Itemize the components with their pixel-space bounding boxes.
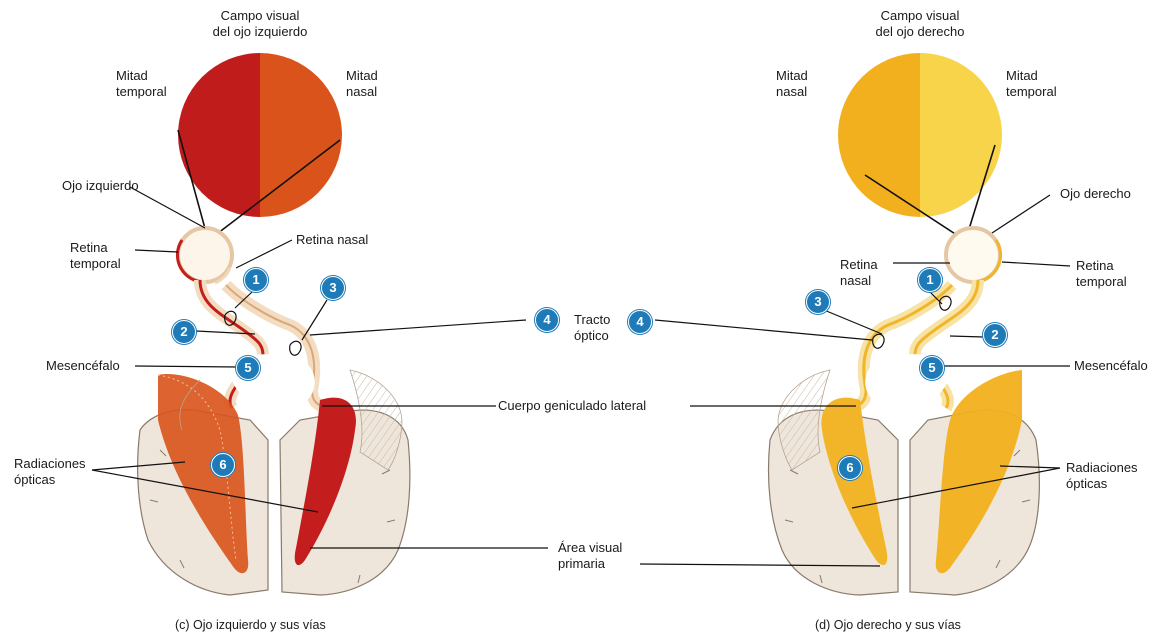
marker-4-right: 4 <box>628 310 652 334</box>
left-midbrain-label: Mesencéfalo <box>46 358 120 373</box>
right-nasal-half-line2: nasal <box>776 84 808 99</box>
right-nasal-retina-line1: Retina <box>840 257 878 272</box>
right-visual-field <box>838 53 1002 217</box>
right-temporal-retina-line1: Retina <box>1076 258 1114 273</box>
left-optic-radiations-line2: ópticas <box>14 472 56 487</box>
right-optic-radiations-line2: ópticas <box>1066 476 1108 491</box>
right-leader-lines <box>639 194 1071 567</box>
left-temporal-retina-line1: Retina <box>70 240 108 255</box>
marker-1-left: 1 <box>244 268 268 292</box>
left-eye-label: Ojo izquierdo <box>62 178 139 193</box>
right-optic-radiations-line1: Radiaciones <box>1066 460 1138 475</box>
right-nasal-half-label: Mitad nasal <box>776 68 808 100</box>
right-caption: (d) Ojo derecho y sus vías <box>815 618 961 632</box>
marker-6-left: 6 <box>211 453 235 477</box>
left-nasal-half-line2: nasal <box>346 84 378 99</box>
marker-3-right: 3 <box>806 290 830 314</box>
left-optic-radiations-line1: Radiaciones <box>14 456 86 471</box>
primary-visual-area-label: Área visual primaria <box>558 540 622 572</box>
marker-5-left: 5 <box>236 356 260 380</box>
right-temporal-half-line2: temporal <box>1006 84 1057 99</box>
marker-1-right: 1 <box>918 268 942 292</box>
optic-tract-line2: óptico <box>574 328 609 343</box>
left-temporal-half-label: Mitad temporal <box>116 68 167 100</box>
right-field-title: Campo visual del ojo derecho <box>850 8 990 40</box>
marker-2-right: 2 <box>983 323 1007 347</box>
marker-3-left: 3 <box>321 276 345 300</box>
left-temporal-retina-line2: temporal <box>70 256 121 271</box>
left-temporal-half-line1: Mitad <box>116 68 148 83</box>
lateral-geniculate-label: Cuerpo geniculado lateral <box>498 398 647 413</box>
right-eye <box>944 226 1003 284</box>
left-field-title-line2: del ojo izquierdo <box>212 24 308 39</box>
right-brain-section <box>767 369 1040 596</box>
right-nasal-retina-line2: nasal <box>840 273 872 288</box>
right-temporal-half-label: Mitad temporal <box>1006 68 1057 100</box>
left-leader-lines <box>91 186 548 549</box>
right-field-title-line2: del ojo derecho <box>875 24 965 39</box>
left-nasal-retina-label: Retina nasal <box>296 232 369 247</box>
right-temporal-half-line1: Mitad <box>1006 68 1038 83</box>
left-field-title: Campo visual del ojo izquierdo <box>190 8 330 40</box>
left-eye <box>175 226 234 285</box>
right-nasal-retina-label: Retina nasal <box>840 257 878 289</box>
left-visual-field <box>178 53 342 217</box>
left-optic-radiations-label: Radiaciones ópticas <box>14 456 86 488</box>
right-optic-radiations-label: Radiaciones ópticas <box>1066 460 1138 492</box>
visual-area-line1: Área visual <box>558 540 623 555</box>
left-brain-section <box>137 369 411 596</box>
left-caption: (c) Ojo izquierdo y sus vías <box>175 618 326 632</box>
optic-tract-label: Tracto óptico <box>574 312 610 344</box>
left-field-title-line1: Campo visual <box>220 8 300 23</box>
visual-area-line2: primaria <box>558 556 605 571</box>
right-temporal-retina-label: Retina temporal <box>1076 258 1127 290</box>
right-nasal-half-line1: Mitad <box>776 68 808 83</box>
marker-4-left: 4 <box>535 308 559 332</box>
right-eye-label: Ojo derecho <box>1060 186 1131 201</box>
marker-6-right: 6 <box>838 456 862 480</box>
left-temporal-half-line2: temporal <box>116 84 167 99</box>
left-nasal-half-label: Mitad nasal <box>346 68 378 100</box>
marker-2-left: 2 <box>172 320 196 344</box>
right-midbrain-label: Mesencéfalo <box>1074 358 1148 373</box>
marker-5-right: 5 <box>920 356 944 380</box>
left-nasal-half-line1: Mitad <box>346 68 378 83</box>
right-field-title-line1: Campo visual <box>880 8 960 23</box>
left-temporal-retina-label: Retina temporal <box>70 240 121 272</box>
right-temporal-retina-line2: temporal <box>1076 274 1127 289</box>
optic-tract-line1: Tracto <box>574 312 611 327</box>
